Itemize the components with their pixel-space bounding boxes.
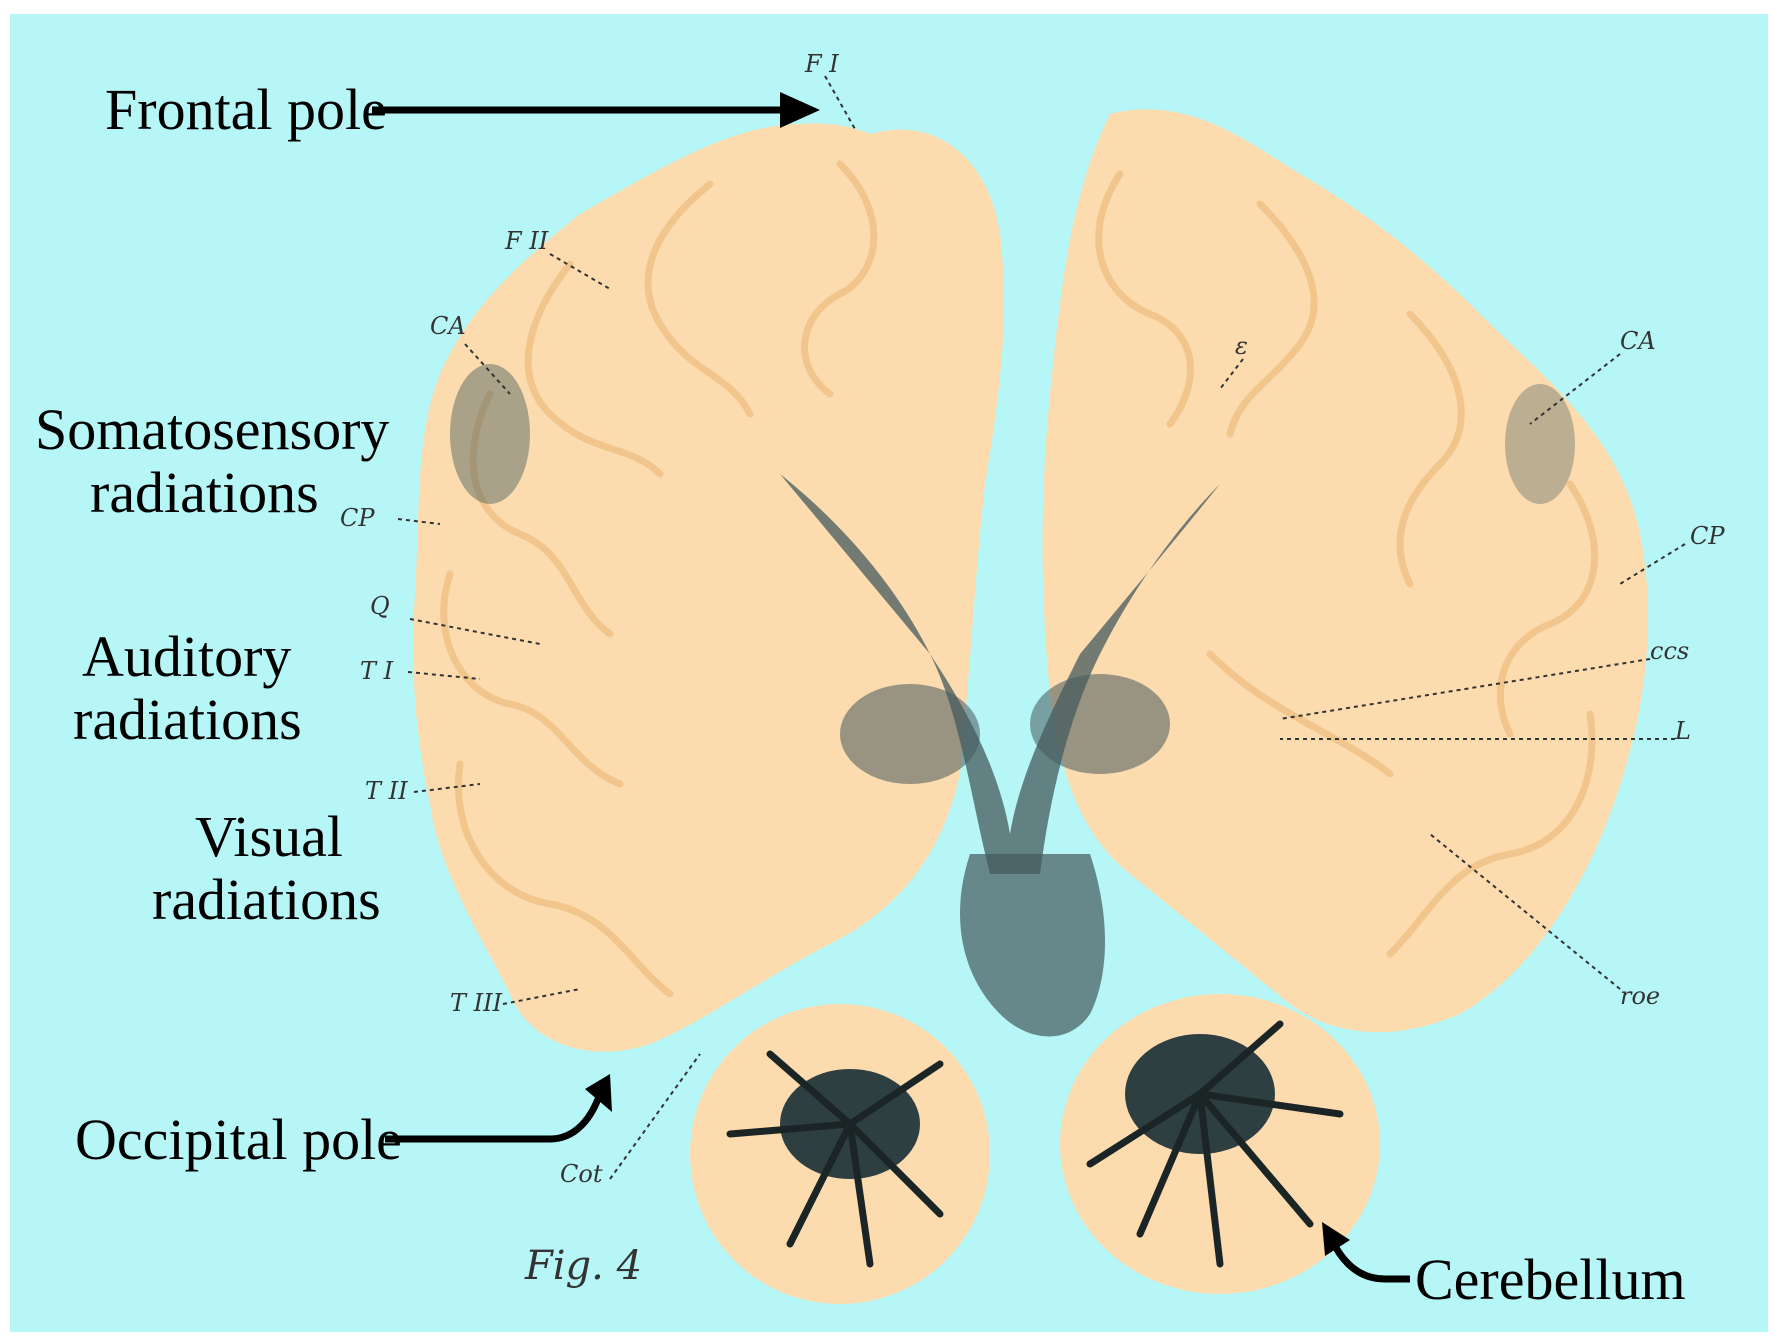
label-ca-right: CA [1620,327,1656,355]
right-hemisphere [1043,109,1649,1032]
label-cp-right: CP [1690,522,1725,550]
label-t1: T I [360,657,394,685]
label-roe: roe [1620,982,1660,1010]
left-hemisphere [413,123,1004,1051]
visual-label-line2: radiations [152,867,381,932]
auditory-label-line2: radiations [73,687,302,752]
somatosensory-label-line2: radiations [90,460,319,525]
label-epsilon: ε [1235,332,1248,360]
label-f1: F I [804,50,839,78]
cerebellum-section [690,994,1380,1304]
visual-label-line1: Visual [195,804,343,869]
label-cot: Cot [560,1160,603,1188]
diagram-plate: Frontal pole Somatosensory radiations Au… [10,14,1768,1332]
frontal-pole-arrow [372,92,820,128]
occipital-pole-arrow [385,1074,612,1139]
cerebellum-label: Cerebellum [1415,1247,1686,1312]
label-ccs: ccs [1650,637,1689,665]
somatosensory-label-line1: Somatosensory [35,397,389,462]
figure-caption: Fig. 4 [524,1243,642,1289]
frontal-pole-label: Frontal pole [105,77,387,142]
occipital-pole-label: Occipital pole [75,1107,402,1172]
label-cp-left: CP [340,504,375,532]
auditory-label-line1: Auditory [82,624,291,689]
label-l: L [1674,717,1691,745]
brain-section-illustration: Frontal pole Somatosensory radiations Au… [10,14,1768,1332]
label-t3: T III [450,989,503,1017]
label-t2: T II [365,777,408,805]
label-ca-left: CA [430,312,466,340]
label-f2: F II [504,227,549,255]
cerebellum-arrow [1322,1222,1410,1279]
label-q: Q [370,592,390,620]
